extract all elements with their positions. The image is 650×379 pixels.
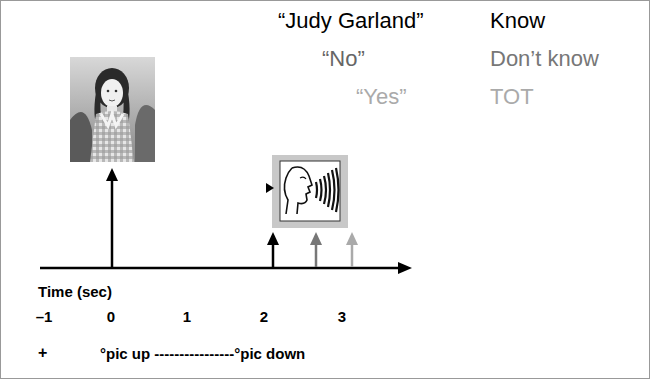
category-label: TOT: [490, 84, 534, 109]
photo-face: [101, 79, 123, 107]
photo-dress: [90, 111, 134, 162]
photo-scenery: [135, 105, 155, 162]
category-label: Don’t know: [490, 46, 599, 71]
icon-panel: [280, 161, 340, 221]
time-axis: [40, 267, 402, 270]
photo-mouth: [109, 100, 115, 101]
tick-label: 2: [260, 308, 268, 325]
response-text: “Judy Garland”: [278, 8, 424, 33]
picture-timing-note: °pic up ----------------°pic down: [100, 345, 305, 362]
photo-eye: [115, 90, 118, 93]
icon-background: [272, 155, 348, 228]
sound-waves: [316, 168, 339, 212]
axis-title: Time (sec): [38, 283, 112, 300]
speech-icon: [266, 155, 348, 228]
category-label: Know: [490, 8, 545, 33]
photo-scenery: [70, 112, 92, 162]
portrait-photo: [70, 57, 155, 162]
play-marker: [266, 183, 274, 193]
response-text: “Yes”: [356, 84, 407, 109]
photo-blouse: [101, 114, 123, 126]
event-arrow: [267, 232, 279, 267]
speaking-head: [300, 177, 306, 179]
photo-eye: [107, 90, 110, 93]
tick-label: –1: [36, 308, 53, 325]
response-text: “No”: [322, 46, 365, 71]
speaking-head: [284, 167, 312, 214]
tick-label: 0: [107, 308, 115, 325]
photo-background: [70, 57, 155, 162]
event-arrow: [346, 232, 358, 267]
axis-arrowhead: [398, 262, 412, 274]
tick-label: 3: [338, 308, 346, 325]
fixation-mark: +: [38, 344, 47, 362]
tick-label: 1: [183, 308, 191, 325]
event-arrow: [106, 168, 118, 267]
event-arrow: [310, 232, 322, 267]
